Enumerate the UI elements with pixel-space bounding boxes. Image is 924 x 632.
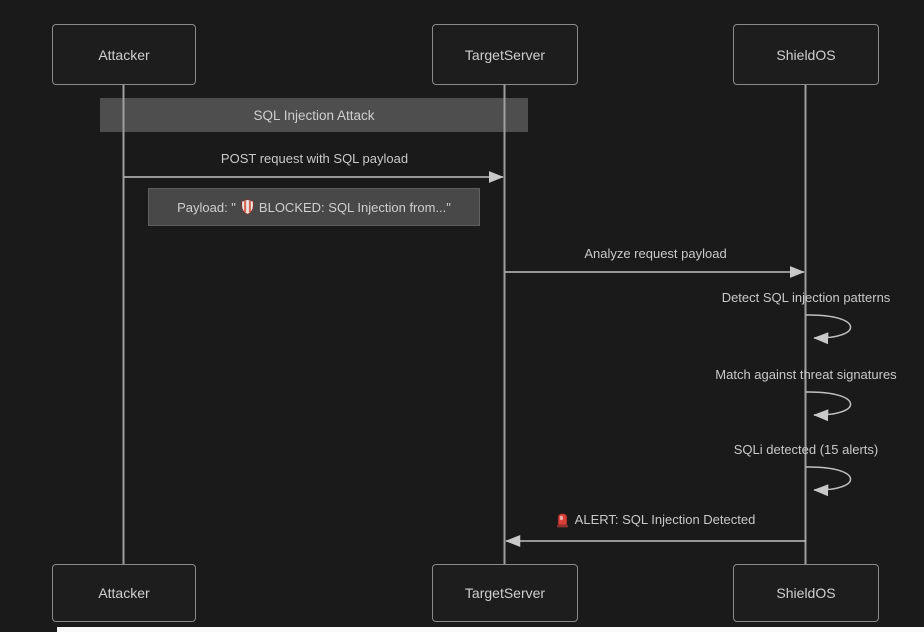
note-text: BLOCKED: SQL Injection from..." xyxy=(258,199,451,215)
message-match: Match against threat signatures xyxy=(656,366,924,384)
page-bottom-edge xyxy=(57,627,924,632)
note-text-prefix: Payload: " xyxy=(177,199,236,215)
diagram-title-bar: SQL Injection Attack xyxy=(100,98,528,132)
message-text: ALERT: SQL Injection Detected xyxy=(574,512,756,527)
actor-top-attacker: Attacker xyxy=(52,24,196,85)
self-loop-match xyxy=(805,391,852,422)
actor-label: Attacker xyxy=(98,46,150,63)
message-alert: ALERT: SQL Injection Detected xyxy=(505,511,806,529)
actor-label: ShieldOS xyxy=(776,46,836,63)
self-loop-sqli xyxy=(805,466,852,497)
message-text: Match against threat signatures xyxy=(715,367,897,382)
message-text: SQLi detected (15 alerts) xyxy=(733,442,879,457)
message-detect: Detect SQL injection patterns xyxy=(656,289,924,307)
actor-bottom-targetserver: TargetServer xyxy=(432,564,578,622)
message-text: Analyze request payload xyxy=(584,246,727,261)
message-text: Detect SQL injection patterns xyxy=(721,290,891,305)
actor-label: TargetServer xyxy=(464,585,546,601)
actor-top-targetserver: TargetServer xyxy=(432,24,578,85)
payload-note: Payload: " BLOCKED: SQL Injection from..… xyxy=(148,188,480,226)
actor-top-shieldos: ShieldOS xyxy=(733,24,879,85)
shield-icon xyxy=(241,199,254,215)
message-analyze: Analyze request payload xyxy=(505,245,806,263)
actor-label: ShieldOS xyxy=(776,585,836,601)
diagram-title: SQL Injection Attack xyxy=(253,107,375,123)
actor-bottom-shieldos: ShieldOS xyxy=(733,564,879,622)
actor-bottom-attacker: Attacker xyxy=(52,564,196,622)
rotating-light-icon xyxy=(556,512,569,528)
message-sqli-detected: SQLi detected (15 alerts) xyxy=(656,441,924,459)
message-text: POST request with SQL payload xyxy=(220,151,409,166)
actor-label: TargetServer xyxy=(464,46,546,63)
self-loop-detect xyxy=(805,314,852,345)
message-post-request: POST request with SQL payload xyxy=(124,150,505,168)
actor-label: Attacker xyxy=(98,585,150,601)
